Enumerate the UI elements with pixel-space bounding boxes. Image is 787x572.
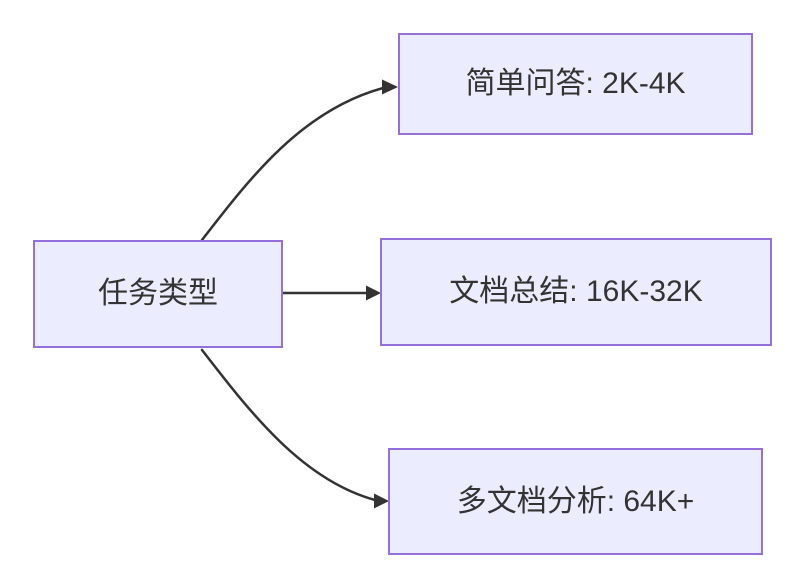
edge-task-to-multi-doc bbox=[200, 348, 377, 502]
arrowhead-simple-qa-icon bbox=[382, 79, 398, 95]
node-doc-summary: 文档总结: 16K-32K bbox=[380, 238, 772, 346]
node-multi-doc: 多文档分析: 64K+ bbox=[388, 448, 763, 555]
node-task-type-label: 任务类型 bbox=[98, 277, 218, 310]
arrowhead-doc-summary-icon bbox=[366, 285, 381, 301]
arrowhead-multi-doc-icon bbox=[374, 493, 389, 509]
edge-task-to-simple-qa bbox=[200, 86, 385, 242]
node-multi-doc-label: 多文档分析: 64K+ bbox=[456, 484, 695, 518]
node-doc-summary-label: 文档总结: 16K-32K bbox=[449, 275, 703, 308]
node-simple-qa: 简单问答: 2K-4K bbox=[398, 33, 753, 135]
node-simple-qa-label: 简单问答: 2K-4K bbox=[465, 67, 686, 100]
node-task-type: 任务类型 bbox=[33, 240, 283, 348]
